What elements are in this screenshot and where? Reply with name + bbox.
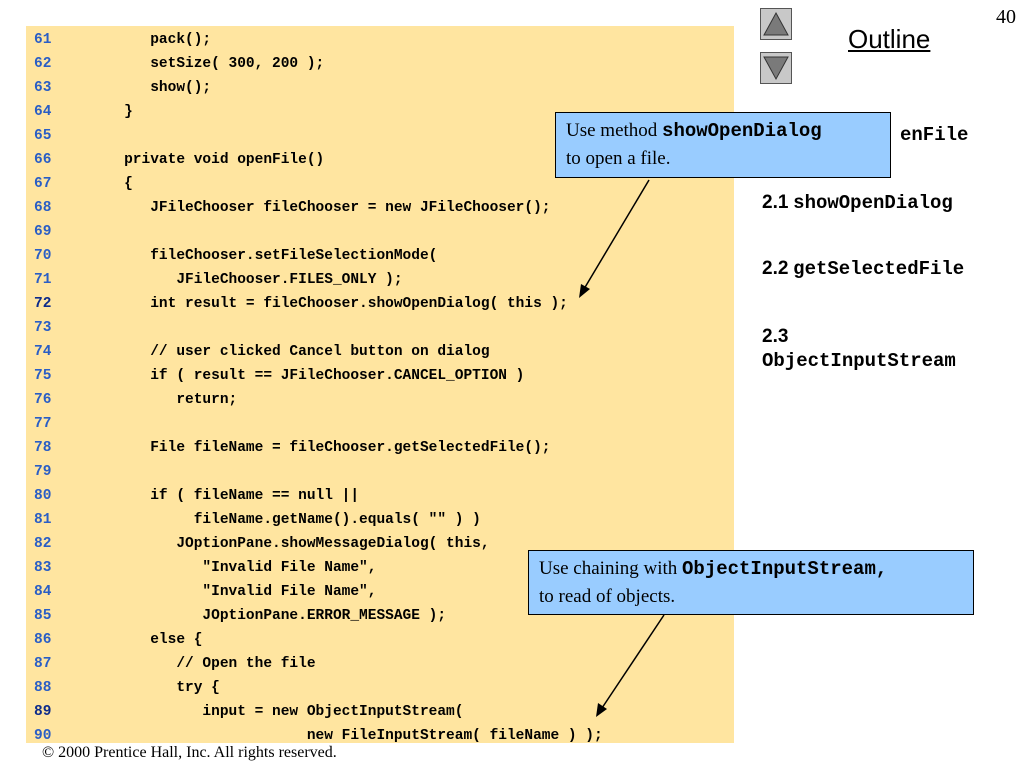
code-text: // Open the file: [98, 656, 316, 672]
line-number: 70: [34, 248, 52, 264]
callout-show-open-dialog: Use method showOpenDialog to open a file…: [555, 112, 891, 178]
copyright-notice: © 2000 Prentice Hall, Inc. All rights re…: [42, 744, 337, 761]
code-text: JOptionPane.ERROR_MESSAGE );: [98, 608, 447, 624]
triangle-up-icon: [763, 11, 789, 36]
code-text: JOptionPane.showMessageDialog( this,: [98, 536, 490, 552]
outline-item-code: ObjectInputStream: [762, 350, 956, 372]
code-text: pack();: [98, 32, 212, 48]
previous-slide-button[interactable]: [760, 8, 792, 40]
code-text: File fileName = fileChooser.getSelectedF…: [98, 440, 551, 456]
code-text: int result = fileChooser.showOpenDialog(…: [98, 296, 568, 312]
code-text: input = new ObjectInputStream(: [98, 704, 464, 720]
code-text: fileChooser.setFileSelectionMode(: [98, 248, 438, 264]
slide-number: 40: [996, 6, 1016, 28]
outline-item-number: 2.1: [762, 192, 789, 213]
line-number: 61: [34, 32, 52, 48]
code-text: else {: [98, 632, 203, 648]
code-text: private void openFile(): [98, 152, 325, 168]
line-number: 88: [34, 680, 52, 696]
callout-object-input-stream: Use chaining with ObjectInputStream, to …: [528, 550, 974, 615]
code-text: new FileInputStream( fileName ) );: [98, 728, 603, 743]
code-text: if ( fileName == null ||: [98, 488, 360, 504]
code-text: JFileChooser.FILES_ONLY );: [98, 272, 403, 288]
code-text: try {: [98, 680, 220, 696]
line-number: 80: [34, 488, 52, 504]
callout-text: to read of objects.: [539, 586, 676, 607]
code-text: return;: [98, 392, 238, 408]
line-number: 85: [34, 608, 52, 624]
line-number: 76: [34, 392, 52, 408]
next-slide-button[interactable]: [760, 52, 792, 84]
line-number: 68: [34, 200, 52, 216]
outline-item-code: getSelectedFile: [793, 258, 965, 280]
code-text: // user clicked Cancel button on dialog: [98, 344, 490, 360]
code-text: setSize( 300, 200 );: [98, 56, 325, 72]
outline-item-2-2: 2.2 getSelectedFile: [762, 258, 964, 280]
triangle-down-icon: [763, 56, 789, 81]
line-number: 66: [34, 152, 52, 168]
outline-item-2-1: 2.1 showOpenDialog: [762, 192, 953, 214]
outline-title[interactable]: Outline: [848, 24, 931, 54]
code-text: {: [98, 176, 133, 192]
line-number: 69: [34, 224, 52, 240]
line-number: 90: [34, 728, 52, 743]
line-number: 63: [34, 80, 52, 96]
line-number: 71: [34, 272, 52, 288]
line-number: 84: [34, 584, 52, 600]
callout-code: ObjectInputStream,: [682, 558, 888, 580]
outline-item-number: 2.2: [762, 258, 789, 279]
line-number: 65: [34, 128, 52, 144]
line-number: 78: [34, 440, 52, 456]
outline-item-code: showOpenDialog: [793, 192, 953, 214]
line-number: 86: [34, 632, 52, 648]
code-text: "Invalid File Name",: [98, 584, 377, 600]
code-text: }: [98, 104, 133, 120]
callout-text: Use method: [566, 120, 663, 141]
line-number: 82: [34, 536, 52, 552]
line-number: 72: [34, 296, 52, 312]
callout-text: to open a file.: [566, 148, 671, 169]
line-number: 73: [34, 320, 52, 336]
line-number: 62: [34, 56, 52, 72]
line-number: 79: [34, 464, 52, 480]
callout-code: showOpenDialog: [662, 120, 822, 142]
line-number: 77: [34, 416, 52, 432]
outline-item-partial: enFile: [900, 124, 969, 146]
outline-item-2-3: 2.3 ObjectInputStream: [762, 324, 956, 374]
line-number: 83: [34, 560, 52, 576]
code-text: JFileChooser fileChooser = new JFileChoo…: [98, 200, 551, 216]
code-text: "Invalid File Name",: [98, 560, 377, 576]
line-number: 81: [34, 512, 52, 528]
callout-text: Use chaining with: [539, 558, 683, 579]
line-number: 67: [34, 176, 52, 192]
code-text: if ( result == JFileChooser.CANCEL_OPTIO…: [98, 368, 525, 384]
code-text: show();: [98, 80, 212, 96]
outline-item-number: 2.3: [762, 326, 789, 347]
line-number: 64: [34, 104, 52, 120]
line-number: 74: [34, 344, 52, 360]
code-text: fileName.getName().equals( "" ) ): [98, 512, 481, 528]
line-number: 87: [34, 656, 52, 672]
line-number: 89: [34, 704, 52, 720]
line-number: 75: [34, 368, 52, 384]
